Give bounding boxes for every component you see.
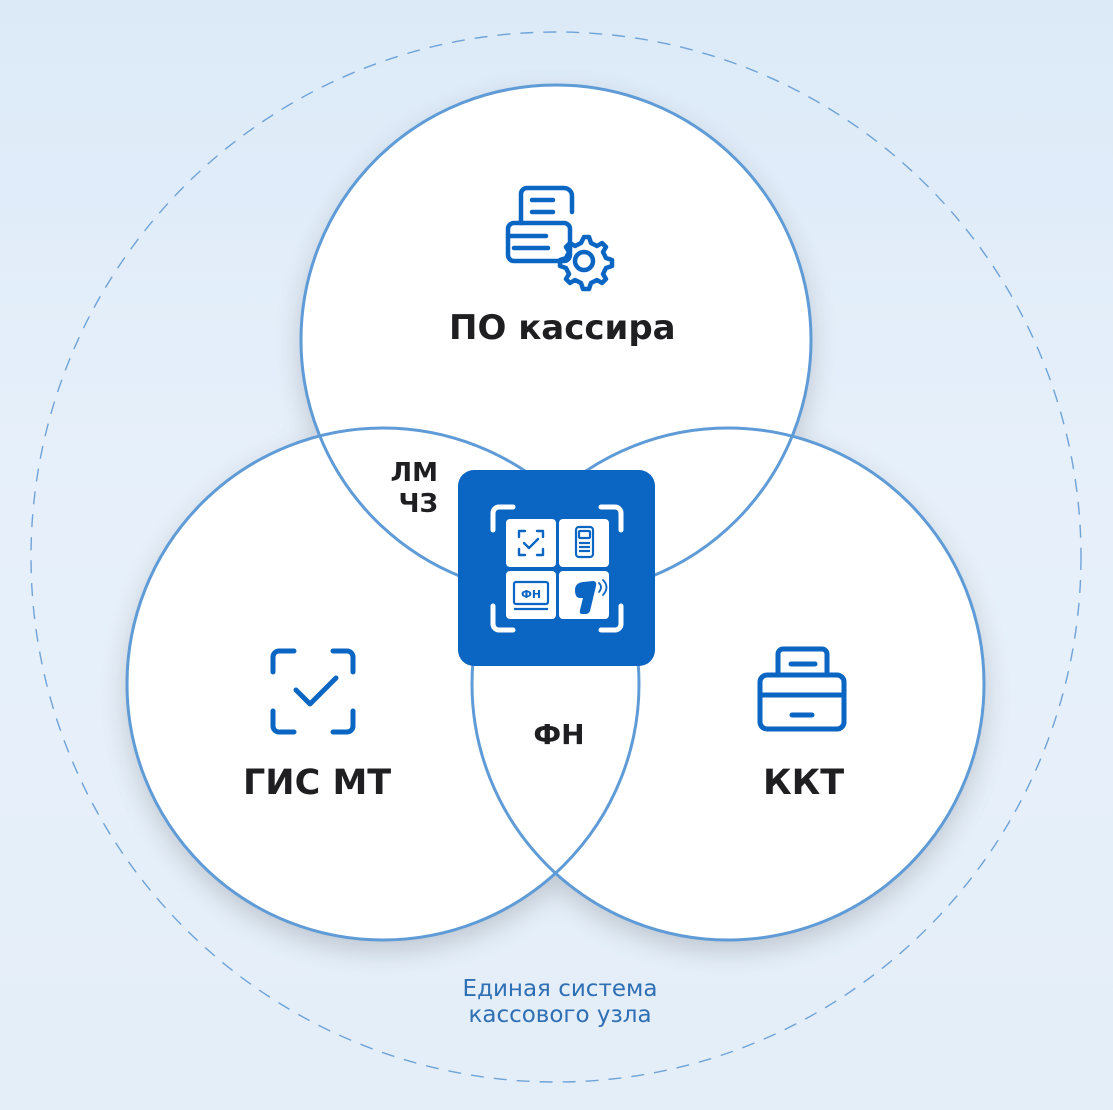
intersection-label-chz: ЧЗ — [398, 489, 438, 519]
system-caption-line2: кассового узла — [468, 1002, 652, 1028]
system-caption-line1: Единая система — [462, 976, 658, 1002]
system-boundary-circle — [30, 31, 1082, 1083]
cash-register-icon — [757, 646, 847, 732]
circle-label-gis: ГИС МТ — [243, 763, 392, 803]
intersection-label-fn: ФН — [533, 718, 585, 751]
circle-gis-outline — [125, 426, 641, 942]
circle-label-kkt: ККТ — [763, 763, 845, 803]
receipt-printer-gear-icon — [505, 185, 615, 292]
circle-label-po: ПО кассира — [449, 308, 676, 348]
circle-kkt-outline — [470, 426, 986, 942]
scan-check-icon — [270, 648, 356, 735]
fn-tile-label: ФН — [521, 588, 541, 601]
intersection-label-lm: ЛМ — [390, 458, 438, 488]
scan-check-tile — [506, 519, 556, 567]
system-caption: Единая система кассового узла — [400, 976, 720, 1028]
center-tiles-icon: ФН — [458, 470, 655, 666]
